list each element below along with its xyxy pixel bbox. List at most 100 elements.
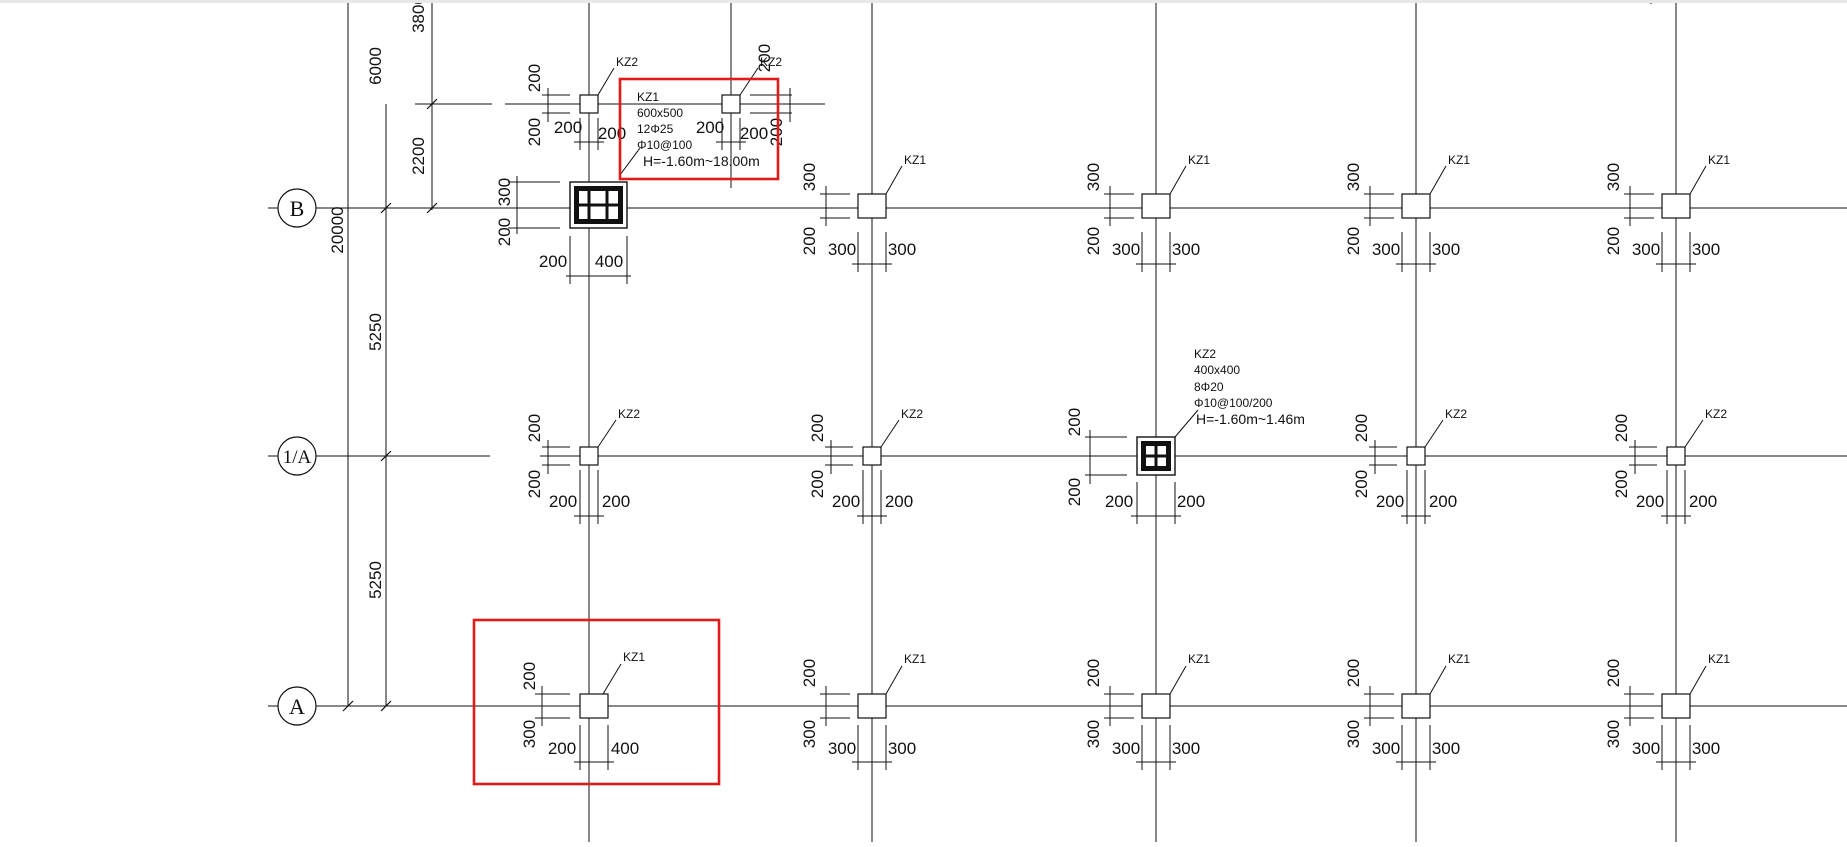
- dim-300: 300: [520, 720, 539, 748]
- dim-5250-lower: 5250: [366, 561, 385, 599]
- dim-300: 300: [1632, 739, 1660, 758]
- column-label-kz1: KZ1: [1708, 153, 1730, 167]
- kz1-note-rebar: 12Φ25: [637, 122, 674, 136]
- dim-300: 300: [495, 178, 514, 206]
- dim-300: 300: [1084, 163, 1103, 191]
- dim-200: 200: [1344, 227, 1363, 255]
- kz1-row-b-col-2: KZ1 300 200 300 300: [800, 153, 926, 272]
- left-dimension-chains: 3800 6000 2200 20000 5250 5250: [328, 0, 492, 712]
- dim-200: 200: [495, 218, 514, 246]
- dim-200: 200: [800, 659, 819, 687]
- column-label-kz2: KZ2: [616, 55, 638, 69]
- kz1-row-b-col-4: KZ1 300 200 300 300: [1344, 153, 1470, 272]
- dim-2200: 2200: [409, 137, 428, 175]
- kz1-row-b-col-5: KZ1 300 200 300 300: [1604, 153, 1730, 272]
- kz2-upper-left: KZ2 200 200 200 200: [525, 55, 638, 150]
- dim-300: 300: [1344, 720, 1363, 748]
- column-label-kz1: KZ1: [1188, 153, 1210, 167]
- kz2-row-1a-col-2: KZ2 200 200 200 200: [808, 407, 923, 524]
- dim-400: 400: [595, 252, 623, 271]
- dim-300: 300: [1372, 739, 1400, 758]
- kz1-row-b-col-3: KZ1 300 200 300 300: [1084, 153, 1210, 272]
- dim-300: 300: [1084, 720, 1103, 748]
- dim-200: 200: [1352, 414, 1371, 442]
- dim-200: 200: [808, 414, 827, 442]
- dim-200: 200: [554, 118, 582, 137]
- dim-200: 200: [808, 470, 827, 498]
- kz1-row-a-col-2: KZ1 200 300 300 300: [800, 652, 926, 770]
- dim-300: 300: [828, 739, 856, 758]
- dim-300: 300: [800, 720, 819, 748]
- dim-200: 200: [1612, 414, 1631, 442]
- dim-20000: 20000: [328, 206, 347, 253]
- dim-300: 300: [828, 240, 856, 259]
- dim-200: 200: [1084, 659, 1103, 687]
- kz1-annotation: KZ1 600x500 12Φ25 Φ10@100 H=-1.60m~18.00…: [619, 90, 760, 176]
- dim-300: 300: [1632, 240, 1660, 259]
- kz1-row-a-col-4: KZ1 200 300 300 300: [1344, 652, 1470, 770]
- column-label-kz2: KZ2: [618, 407, 640, 421]
- kz2-row-1a-col-5: KZ2 200 200 200 200: [1612, 407, 1727, 524]
- dim-300: 300: [1112, 240, 1140, 259]
- axis-bubble-1a: 1/A: [277, 436, 317, 476]
- dim-200: 200: [755, 44, 774, 72]
- dim-200: 200: [1352, 470, 1371, 498]
- row-1a-columns: KZ2 200 200 200 200 KZ2 200 200: [525, 347, 1727, 524]
- row-a-columns: KZ1 200 300 200 400 KZ1 200 300: [520, 650, 1730, 770]
- dim-200: 200: [1604, 659, 1623, 687]
- column-label-kz1: KZ1: [1708, 652, 1730, 666]
- kz1-row-a-col-1: KZ1 200 300 200 400: [520, 650, 645, 770]
- kz2-note-name: KZ2: [1194, 347, 1216, 361]
- highlight-box-kz1-note: [618, 77, 780, 181]
- dim-200: 200: [539, 252, 567, 271]
- dim-200: 200: [1344, 659, 1363, 687]
- dim-200: 200: [800, 227, 819, 255]
- row-b-columns: KZ1 300 200 300 300 KZ1 300 200: [800, 153, 1730, 272]
- kz1-row-a-col-3: KZ1 200 300 300 300: [1084, 652, 1210, 770]
- dim-300: 300: [800, 163, 819, 191]
- column-label-kz1: KZ1: [1448, 153, 1470, 167]
- dim-400: 400: [611, 739, 639, 758]
- dim-200: 200: [548, 739, 576, 758]
- dim-5250-upper: 5250: [366, 313, 385, 351]
- dim-200: 200: [1084, 227, 1103, 255]
- dim-200: 200: [767, 118, 786, 146]
- kz2-row-1a-col-4: KZ2 200 200 200 200: [1352, 407, 1467, 524]
- column-label-kz2: KZ2: [760, 55, 782, 69]
- axis-label-a: A: [289, 694, 305, 719]
- kz2-row-1a-col-1: KZ2 200 200 200 200: [525, 407, 640, 524]
- dim-200: 200: [1429, 492, 1457, 511]
- dim-300: 300: [888, 240, 916, 259]
- dim-200: 200: [1689, 492, 1717, 511]
- dim-300: 300: [1432, 739, 1460, 758]
- grid-lines: [268, 0, 1847, 842]
- dim-200: 200: [525, 414, 544, 442]
- dim-200: 200: [832, 492, 860, 511]
- dim-200: 200: [1612, 470, 1631, 498]
- dim-300: 300: [1692, 739, 1720, 758]
- dim-300: 300: [1432, 240, 1460, 259]
- kz1-note-stirrup: Φ10@100: [637, 138, 692, 152]
- dim-3800: 3800: [409, 0, 428, 33]
- dim-200: 200: [525, 118, 544, 146]
- kz1-note-size: 600x500: [637, 106, 683, 120]
- dim-300: 300: [1692, 240, 1720, 259]
- dim-200: 200: [525, 64, 544, 92]
- axis-label-b: B: [290, 196, 305, 221]
- kz2-note-stirrup: Φ10@100/200: [1194, 396, 1273, 410]
- dim-200: 200: [1636, 492, 1664, 511]
- dim-200: 200: [696, 118, 724, 137]
- column-label-kz1: KZ1: [1448, 652, 1470, 666]
- dim-300: 300: [1604, 163, 1623, 191]
- kz2-note-rebar: 8Φ20: [1194, 380, 1224, 394]
- column-label-kz2: KZ2: [901, 407, 923, 421]
- dim-200: 200: [1604, 227, 1623, 255]
- dim-200: 200: [520, 662, 539, 690]
- dim-300: 300: [888, 739, 916, 758]
- column-label-kz1: KZ1: [904, 652, 926, 666]
- axis-bubble-a: A: [277, 686, 317, 726]
- dim-200: 200: [1177, 492, 1205, 511]
- kz1-note-name: KZ1: [637, 90, 659, 104]
